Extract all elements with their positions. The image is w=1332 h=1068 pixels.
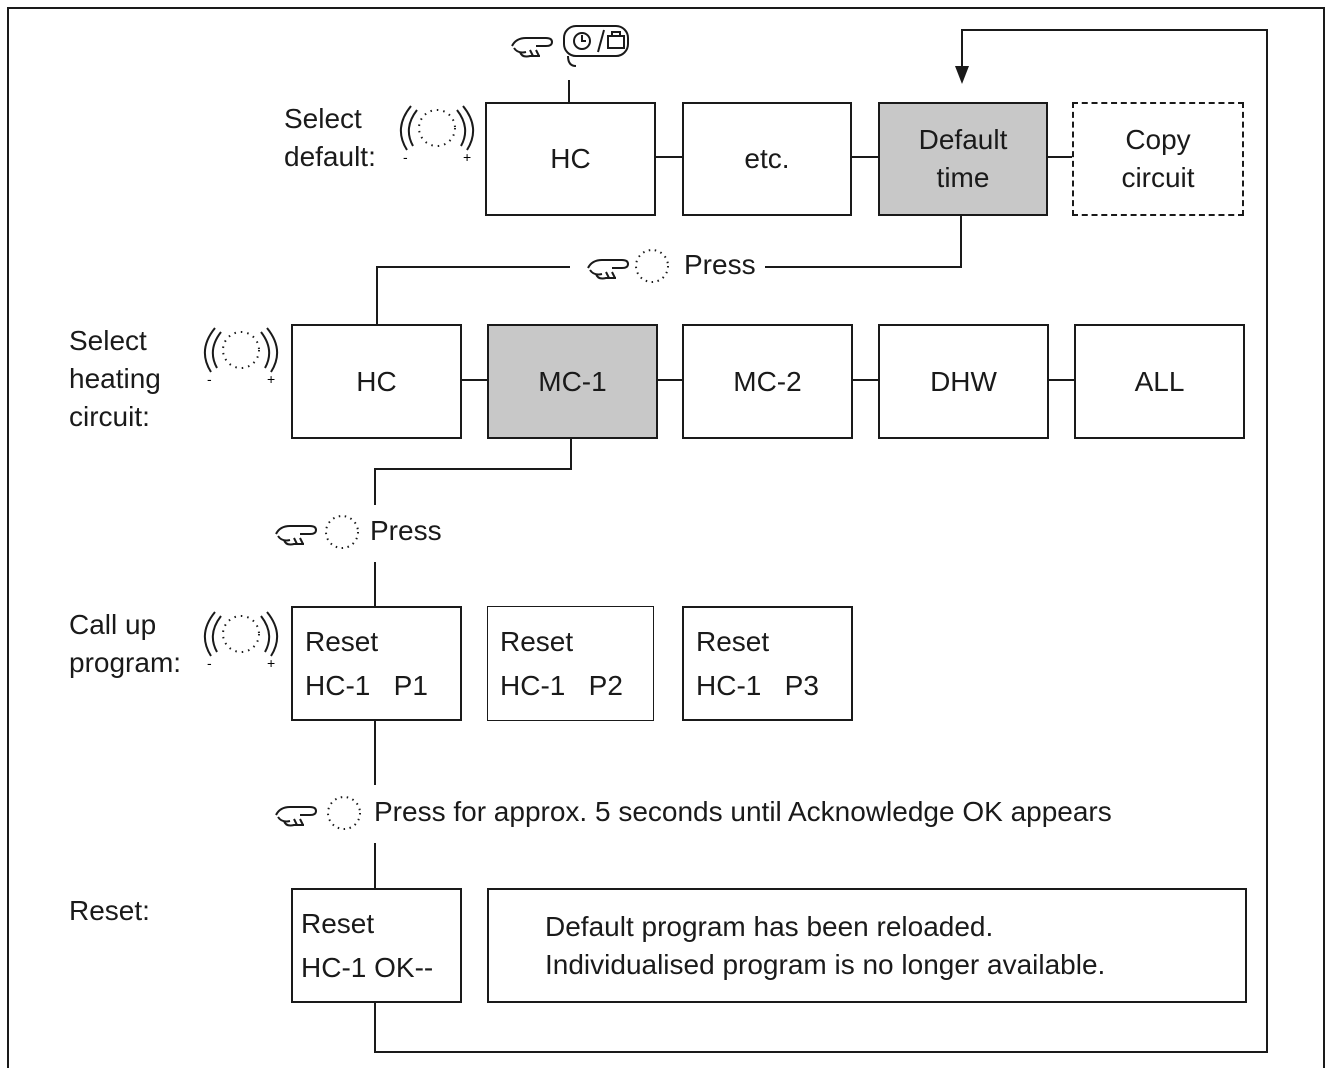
clock-suitcase-button-icon — [511, 25, 629, 67]
press-label-2: Press — [370, 514, 448, 548]
connector-loop-back — [374, 29, 1268, 1053]
copy-circuit-box[interactable]: Copy circuit — [1072, 102, 1244, 216]
default-etc-box[interactable]: etc. — [682, 102, 852, 216]
pointing-hand-icon — [587, 249, 669, 283]
press-label-1: Press — [684, 248, 762, 282]
svg-text:-: - — [207, 655, 212, 671]
reset-message-box: Default program has been reloaded. Indiv… — [487, 888, 1247, 1003]
rotary-knob-icon: - + — [204, 611, 278, 671]
svg-text:+: + — [463, 149, 471, 165]
program-p3-box[interactable]: Reset HC-1 P3 — [682, 606, 853, 721]
reset-label: Reset: — [69, 895, 150, 926]
call-up-program-label: Call up program: — [69, 609, 182, 678]
svg-text:-: - — [403, 149, 408, 165]
circuit-hc-box[interactable]: HC — [291, 324, 462, 439]
press-label-3: Press for approx. 5 seconds until Acknow… — [374, 795, 1118, 829]
program-p2-box[interactable]: Reset HC-1 P2 — [487, 606, 654, 721]
svg-text:+: + — [267, 371, 275, 387]
connector-default-to-hc — [376, 215, 962, 325]
reset-ok-box: Reset HC-1 OK-- — [291, 888, 462, 1003]
default-hc-box[interactable]: HC — [485, 102, 656, 216]
diagram-frame — [7, 7, 1325, 1068]
svg-text:-: - — [207, 371, 212, 387]
program-p1-box[interactable]: Reset HC-1 P1 — [291, 606, 462, 721]
select-default-label: Select default: — [284, 103, 376, 172]
circuit-mc1-box[interactable]: MC-1 — [487, 324, 658, 439]
connector-mc1-down — [374, 438, 572, 505]
rotary-knob-icon: - + — [204, 327, 278, 387]
pointing-hand-icon — [275, 515, 359, 549]
rotary-knob-icon: - + — [400, 105, 474, 165]
arrow-head — [955, 66, 969, 84]
pointing-hand-icon — [275, 796, 361, 830]
circuit-all-box[interactable]: ALL — [1074, 324, 1245, 439]
default-time-box[interactable]: Default time — [878, 102, 1048, 216]
select-heating-circuit-label: Select heating circuit: — [69, 325, 161, 432]
circuit-mc2-box[interactable]: MC-2 — [682, 324, 853, 439]
svg-text:+: + — [267, 655, 275, 671]
circuit-dhw-box[interactable]: DHW — [878, 324, 1049, 439]
